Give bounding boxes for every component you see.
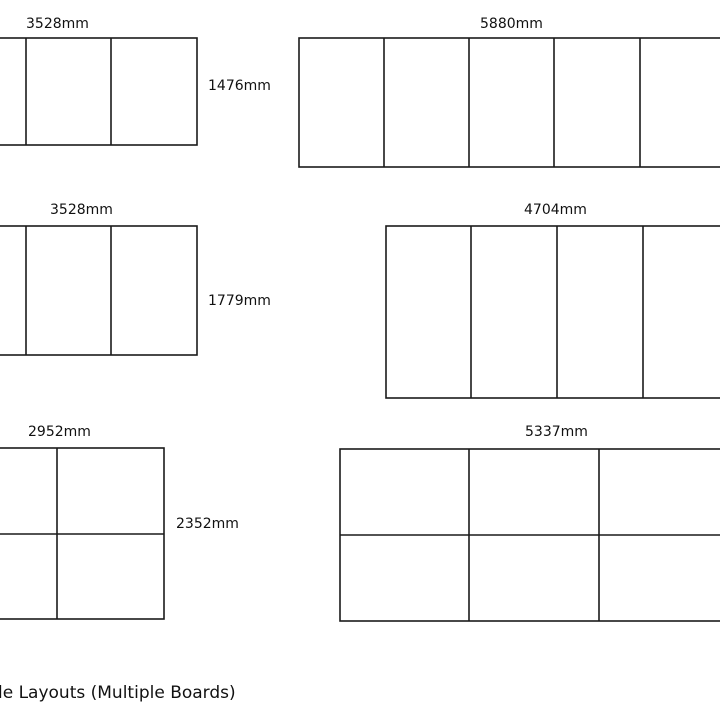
layout-3-height-label: 1779mm [208, 293, 271, 309]
layout-5 [0, 447, 165, 620]
diagram-caption: le Layouts (Multiple Boards) [0, 683, 236, 703]
layout-4-width-label: 4704mm [524, 202, 587, 218]
layout-3 [0, 225, 198, 356]
layout-outline [385, 225, 720, 399]
layout-5-height-label: 2352mm [176, 516, 239, 532]
layout-3-width-label: 3528mm [50, 202, 113, 218]
layout-outline [0, 37, 198, 146]
layout-2 [298, 37, 720, 168]
layout-4 [385, 225, 720, 399]
layout-1-width-label: 3528mm [26, 16, 89, 32]
layout-6-width-label: 5337mm [525, 424, 588, 440]
layout-1 [0, 37, 198, 146]
layout-2-width-label: 5880mm [480, 16, 543, 32]
layout-6 [339, 448, 720, 622]
layout-outline [298, 37, 720, 168]
layout-outline [0, 225, 198, 356]
layout-5-width-label: 2952mm [28, 424, 91, 440]
layout-1-height-label: 1476mm [208, 78, 271, 94]
